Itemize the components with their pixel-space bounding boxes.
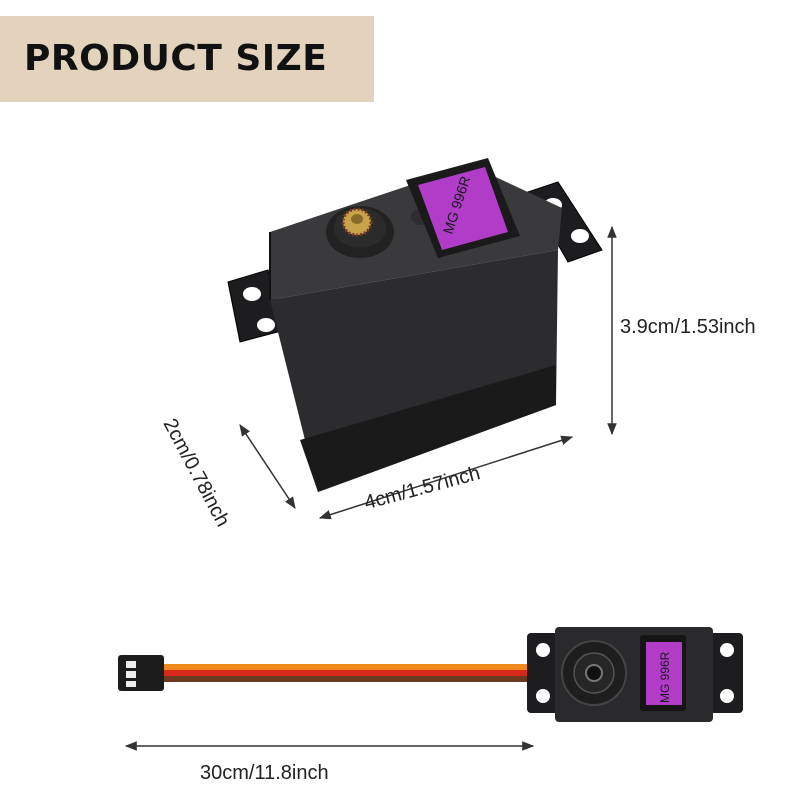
cable-length-label: 30cm/11.8inch xyxy=(200,762,329,784)
connector-plug xyxy=(118,655,164,691)
height-dimension-label: 3.9cm/1.53inch xyxy=(620,316,756,338)
servo-top-view: MG 996R xyxy=(118,627,743,722)
title-banner: PRODUCT SIZE xyxy=(0,16,374,102)
depth-arrow xyxy=(239,423,296,510)
width-arrow xyxy=(318,435,574,520)
servo-3d-view: MG 996R xyxy=(227,158,603,492)
page-title: PRODUCT SIZE xyxy=(24,38,328,79)
servo-model-label-small: MG 996R xyxy=(658,651,672,703)
output-shaft-icon xyxy=(585,664,603,682)
